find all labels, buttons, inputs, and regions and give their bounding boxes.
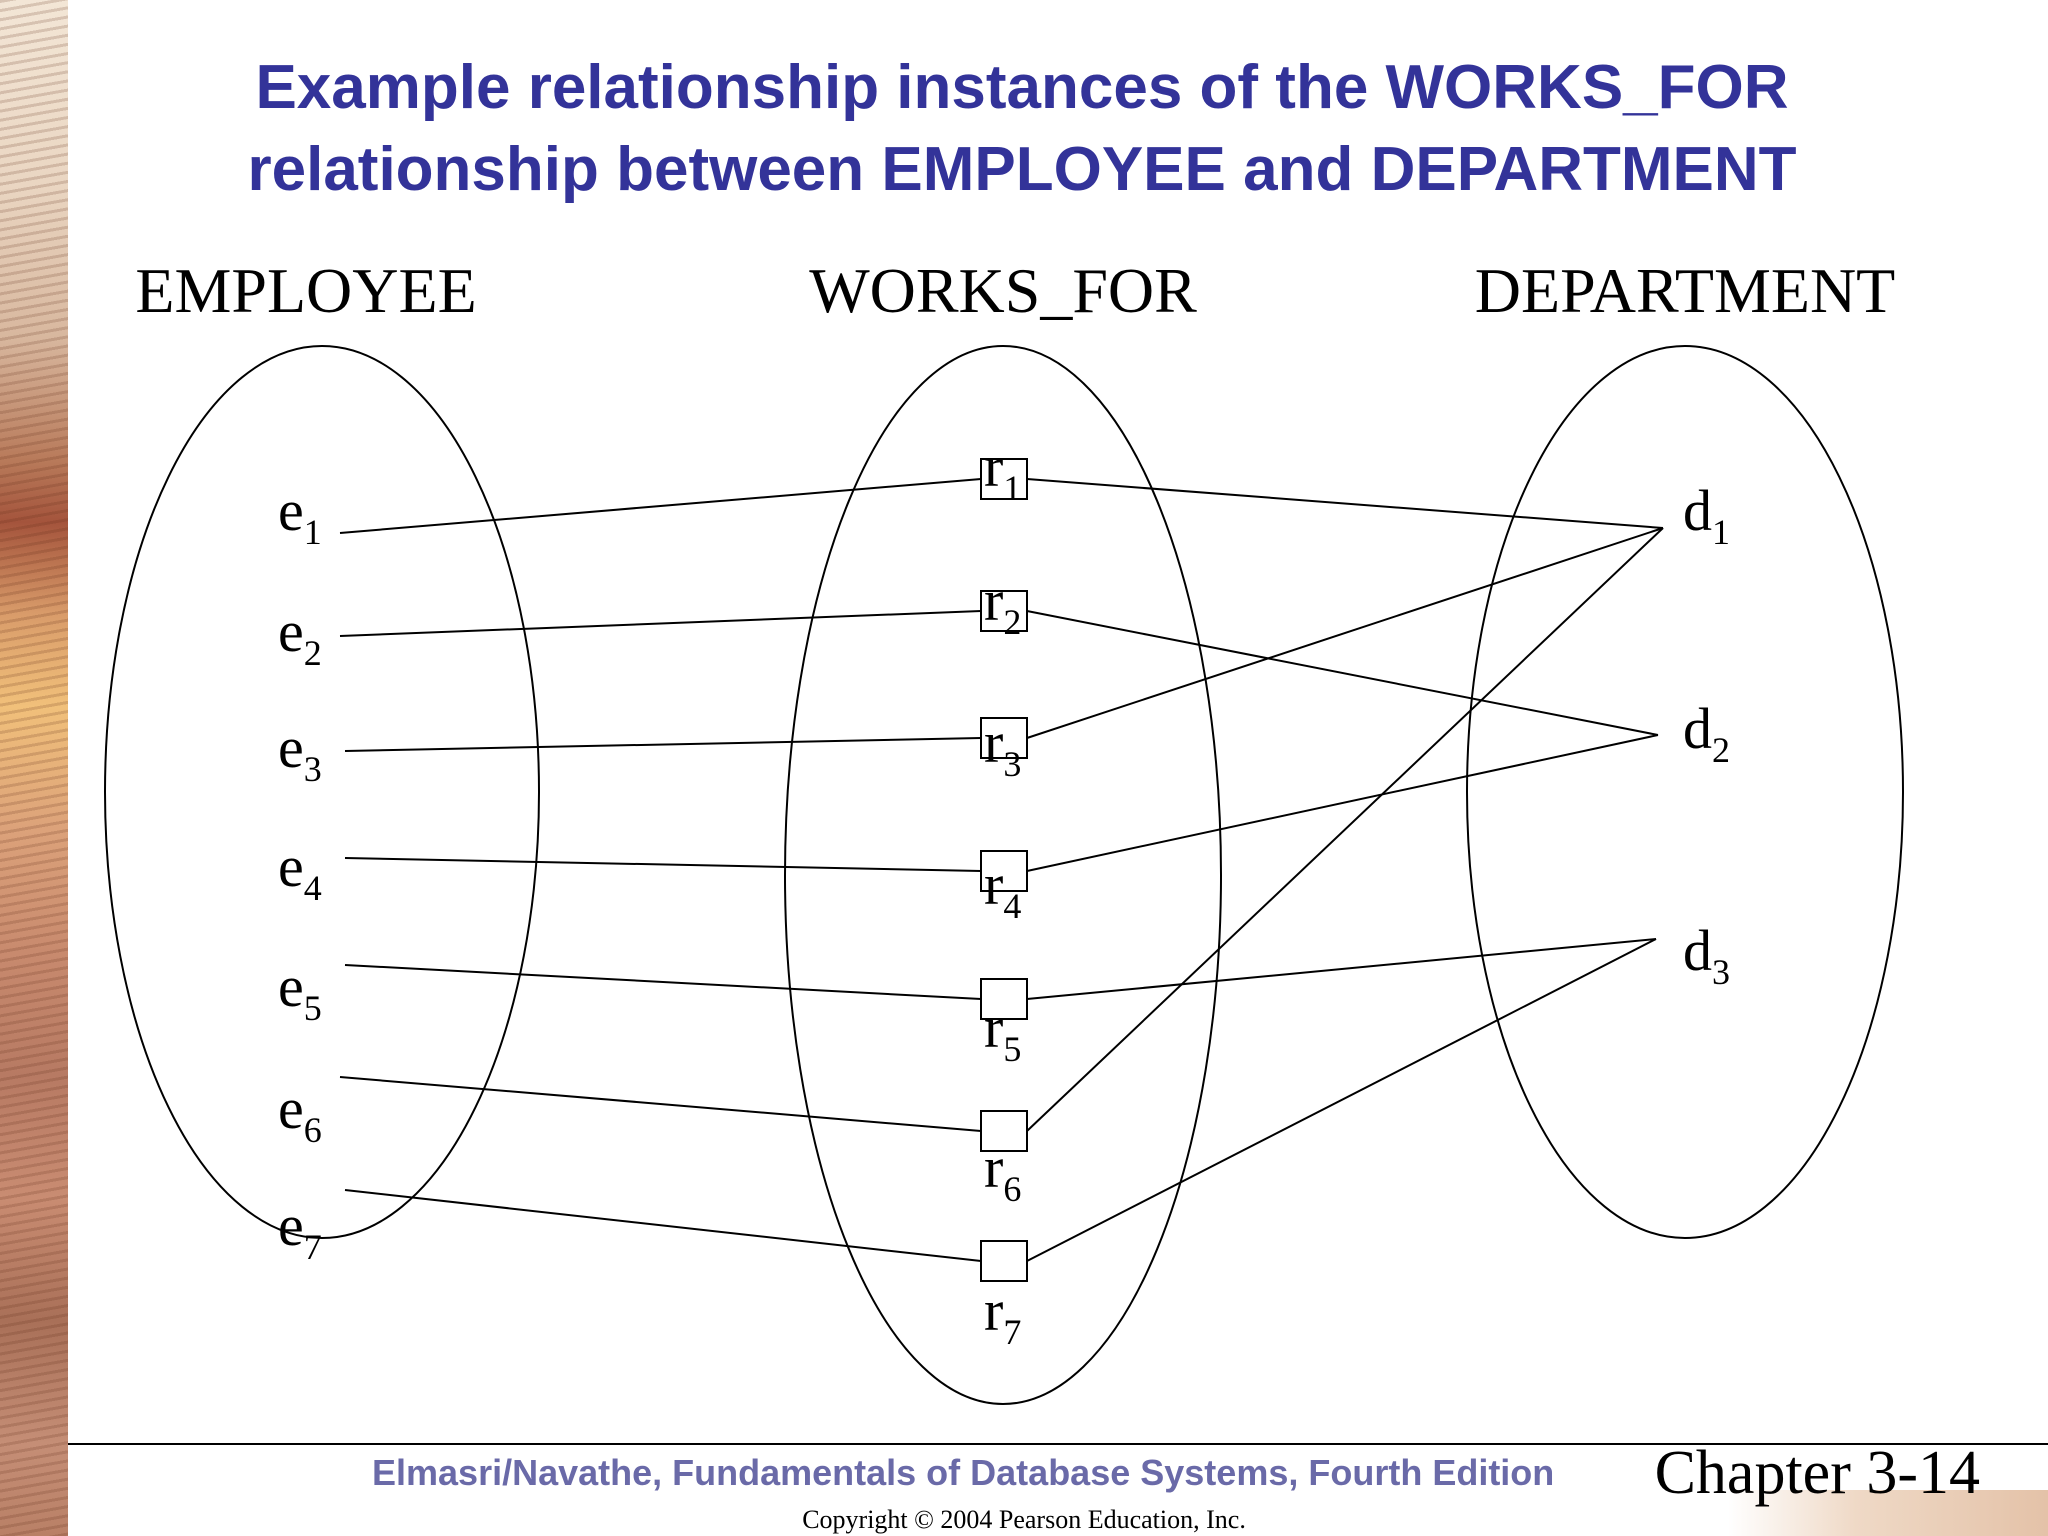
employee-member-e6: e6 xyxy=(278,1076,322,1150)
edge-e7-r7 xyxy=(344,1189,982,1262)
department-set-ellipse xyxy=(1466,345,1904,1239)
footer-chapter-number: Chapter 3-14 xyxy=(1654,1439,1980,1507)
edge-r6-d1 xyxy=(1026,527,1664,1132)
employee-member-e2: e2 xyxy=(278,599,322,673)
relationship-instance-box-r6 xyxy=(980,1110,1028,1152)
footer-book-title: Elmasri/Navathe, Fundamentals of Databas… xyxy=(372,1452,1555,1493)
edge-e3-r3 xyxy=(344,737,982,752)
relationship-diagram: EMPLOYEE WORKS_FOR DEPARTMENT e1 e2 e3 e4 e5 e6 e… xyxy=(104,255,1904,1405)
edge-r3-d1 xyxy=(1026,527,1664,739)
footer-decoration xyxy=(1728,1490,2048,1536)
department-member-d3: d3 xyxy=(1683,918,1730,992)
edge-e4-r4 xyxy=(344,857,982,872)
relationship-instance-box-r4 xyxy=(980,850,1028,892)
edge-e5-r5 xyxy=(344,964,982,1000)
employee-set-heading: EMPLOYEE xyxy=(135,255,476,326)
employee-member-e5: e5 xyxy=(278,954,322,1028)
edge-r1-d1 xyxy=(1026,478,1664,529)
edge-r4-d2 xyxy=(1026,734,1659,872)
employee-member-e4: e4 xyxy=(278,834,322,908)
relationship-member-r6: r6 xyxy=(984,1135,1021,1209)
edge-r5-d3 xyxy=(1026,938,1657,1000)
department-set-heading: DEPARTMENT xyxy=(1475,255,1896,326)
relationship-member-r4: r4 xyxy=(984,852,1021,926)
relationship-member-r5: r5 xyxy=(984,995,1021,1069)
employee-member-e7: e7 xyxy=(278,1193,322,1267)
department-member-d2: d2 xyxy=(1683,696,1730,770)
relationship-instance-box-r7 xyxy=(980,1240,1028,1282)
relationship-member-r2: r2 xyxy=(984,568,1021,642)
works-for-set-ellipse xyxy=(784,345,1222,1405)
decorative-desert-strip xyxy=(0,0,68,1536)
department-member-d1: d1 xyxy=(1683,478,1730,552)
works-for-set-heading: WORKS_FOR xyxy=(809,255,1197,326)
employee-member-e1: e1 xyxy=(278,478,322,552)
edge-r7-d3 xyxy=(1026,938,1657,1262)
relationship-instance-box-r3 xyxy=(980,717,1028,759)
slide-title-line-2: relationship between EMPLOYEE and DEPART… xyxy=(247,135,1797,204)
relationship-instance-box-r2 xyxy=(980,590,1028,632)
edge-e2-r2 xyxy=(339,610,982,637)
footer-divider xyxy=(68,1443,2048,1445)
relationship-instance-box-r1 xyxy=(980,458,1028,500)
edge-e6-r6 xyxy=(339,1076,982,1132)
employee-set-ellipse xyxy=(104,345,540,1239)
edge-r2-d2 xyxy=(1026,610,1659,736)
relationship-member-r7: r7 xyxy=(984,1278,1021,1352)
relationship-member-r3: r3 xyxy=(984,710,1021,784)
relationship-instance-box-r5 xyxy=(980,978,1028,1020)
slide-title-line-1: Example relationship instances of the WO… xyxy=(255,53,1789,122)
footer-copyright: Copyright © 2004 Pearson Education, Inc. xyxy=(802,1505,1246,1534)
edge-e1-r1 xyxy=(339,478,982,534)
employee-member-e3: e3 xyxy=(278,715,322,789)
relationship-member-r1: r1 xyxy=(984,434,1021,508)
